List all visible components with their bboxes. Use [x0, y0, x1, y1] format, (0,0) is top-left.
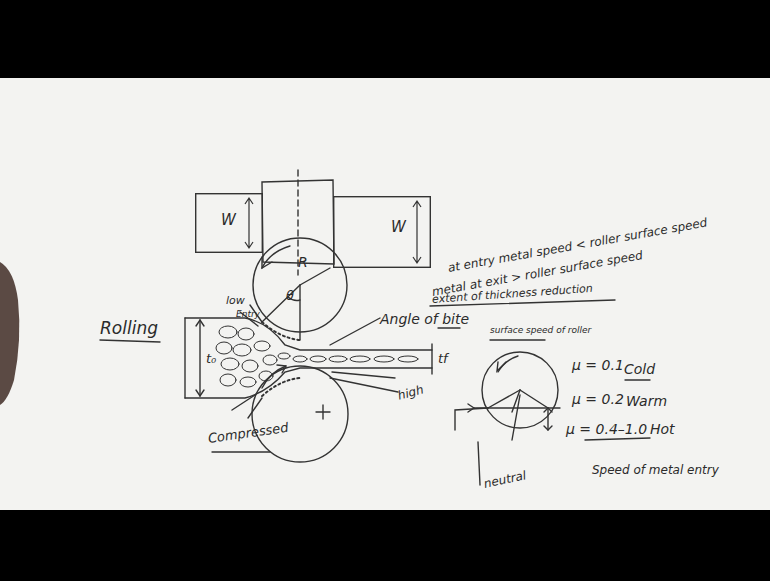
- condition-label: Warm: [626, 394, 667, 408]
- roller-outline: [252, 237, 348, 333]
- slab-outline: [333, 196, 431, 268]
- friction-value: μ = 0.4–1.0: [566, 422, 647, 436]
- pressure-label: low: [226, 295, 245, 306]
- radius-mark: R: [298, 255, 308, 269]
- friction-value: μ = 0.1: [572, 358, 624, 372]
- condition-label: Hot: [650, 422, 675, 436]
- thickness-dimension: t₀: [206, 352, 216, 365]
- condition-label: Cold: [624, 362, 655, 376]
- process-title: Rolling: [100, 320, 158, 337]
- upper-roller: Rθ: [252, 237, 348, 333]
- angle-label: Angle of bite: [380, 312, 469, 326]
- width-mark: W: [391, 220, 406, 235]
- note-text: surface speed of roller: [490, 326, 591, 335]
- entry-label: Entry: [236, 310, 260, 319]
- slab-width-entry: W: [195, 193, 263, 253]
- friction-value: μ = 0.2: [572, 392, 624, 406]
- whiteboard: [0, 78, 770, 510]
- note-text: Speed of metal entry: [592, 464, 719, 476]
- thickness-dimension: tf: [438, 352, 448, 365]
- angle-mark: θ: [286, 289, 294, 302]
- slab-width-exit: W: [333, 196, 431, 268]
- width-mark: W: [221, 213, 236, 228]
